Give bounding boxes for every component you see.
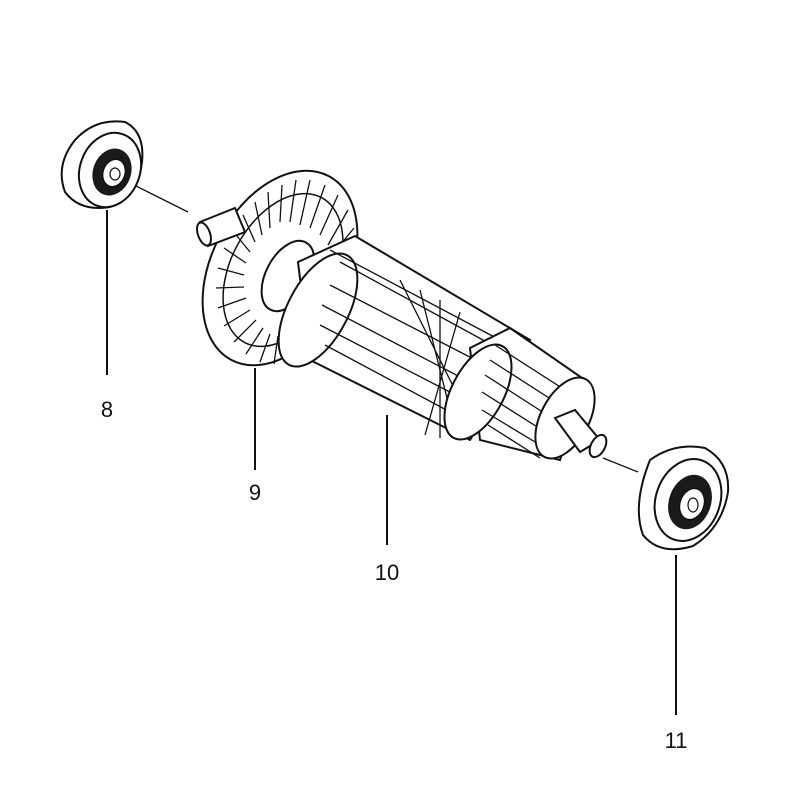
leader-lines [106, 177, 677, 715]
label-8: 8 [101, 397, 113, 422]
bearing-left [60, 120, 144, 209]
fan-blades [215, 179, 355, 365]
label-11: 11 [665, 728, 688, 753]
label-10: 10 [375, 560, 399, 585]
armature [277, 234, 608, 462]
axis-line-right [602, 457, 639, 473]
bearing-right [637, 445, 730, 551]
label-9: 9 [249, 480, 261, 505]
part-labels: 8 9 10 11 [101, 397, 688, 753]
